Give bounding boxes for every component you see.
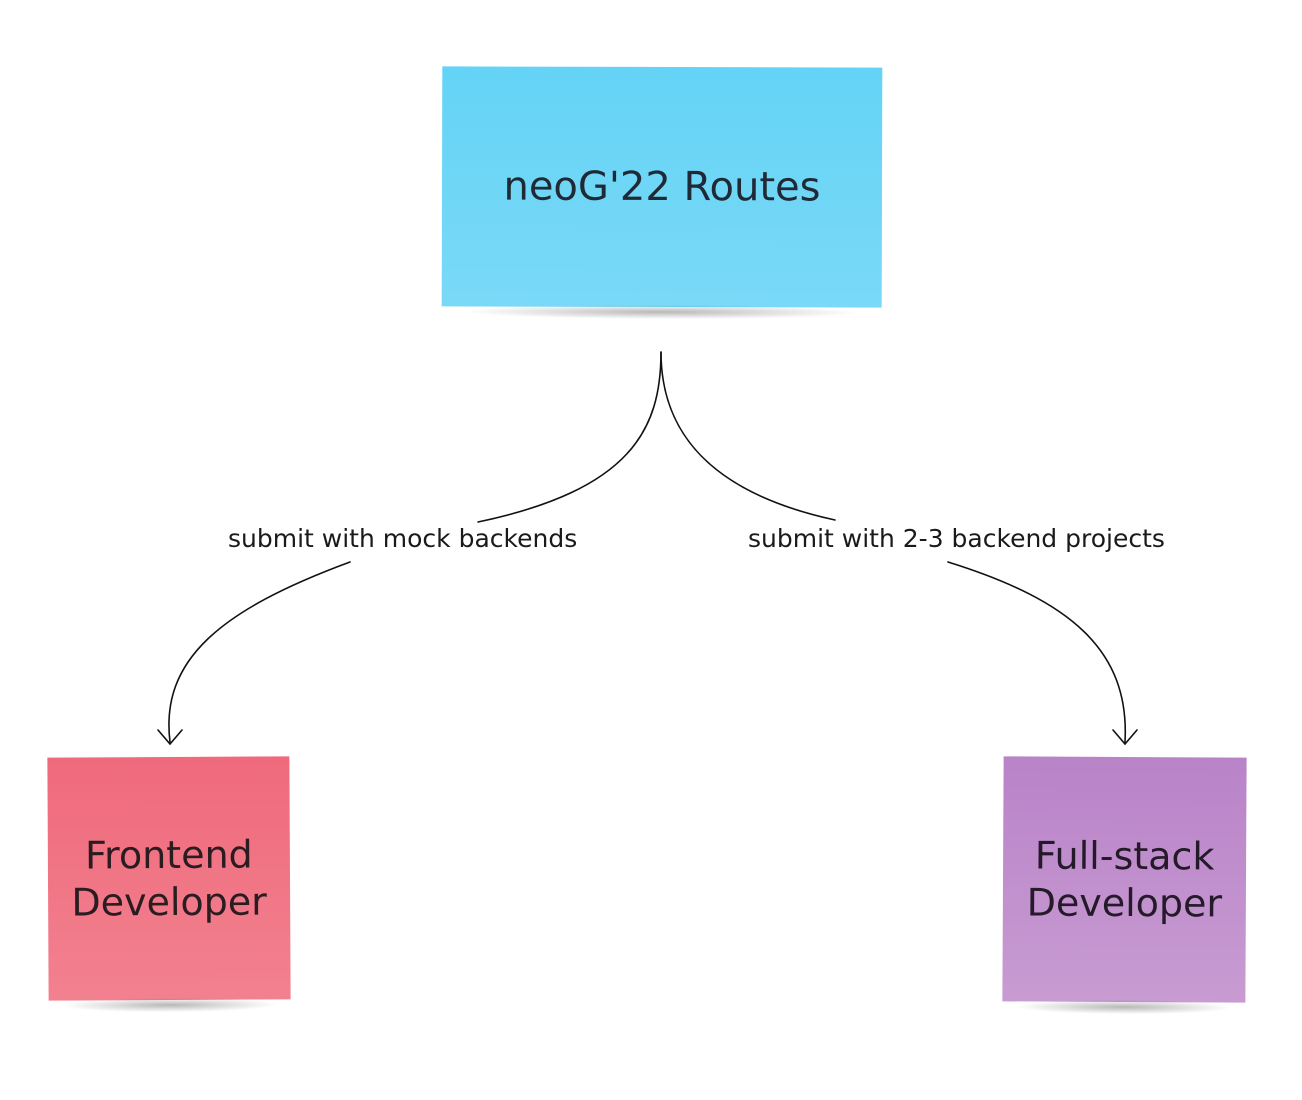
sticky-note-root-label: neoG'22 Routes <box>503 163 821 211</box>
sticky-note-fullstack[interactable]: Full-stack Developer <box>1002 756 1247 1003</box>
connector-root-to-frontend-lower <box>168 561 351 743</box>
sticky-note-frontend-label: Frontend Developer <box>71 832 267 925</box>
arrowhead-fullstack-icon <box>1112 729 1138 746</box>
sticky-note-root[interactable]: neoG'22 Routes <box>441 66 883 308</box>
edge-label-frontend[interactable]: submit with mock backends <box>228 524 578 553</box>
connector-root-to-fullstack[interactable] <box>660 351 1138 746</box>
arrowhead-frontend-icon <box>157 729 183 746</box>
connector-root-to-fullstack-upper <box>660 351 836 521</box>
sticky-note-frontend[interactable]: Frontend Developer <box>47 756 291 1001</box>
connector-root-to-fullstack-lower <box>947 561 1127 743</box>
sticky-note-fullstack-label: Full-stack Developer <box>1026 833 1223 926</box>
edge-label-fullstack[interactable]: submit with 2-3 backend projects <box>748 524 1165 553</box>
connector-root-to-frontend-upper <box>477 351 662 523</box>
connector-root-to-frontend[interactable] <box>157 351 662 746</box>
